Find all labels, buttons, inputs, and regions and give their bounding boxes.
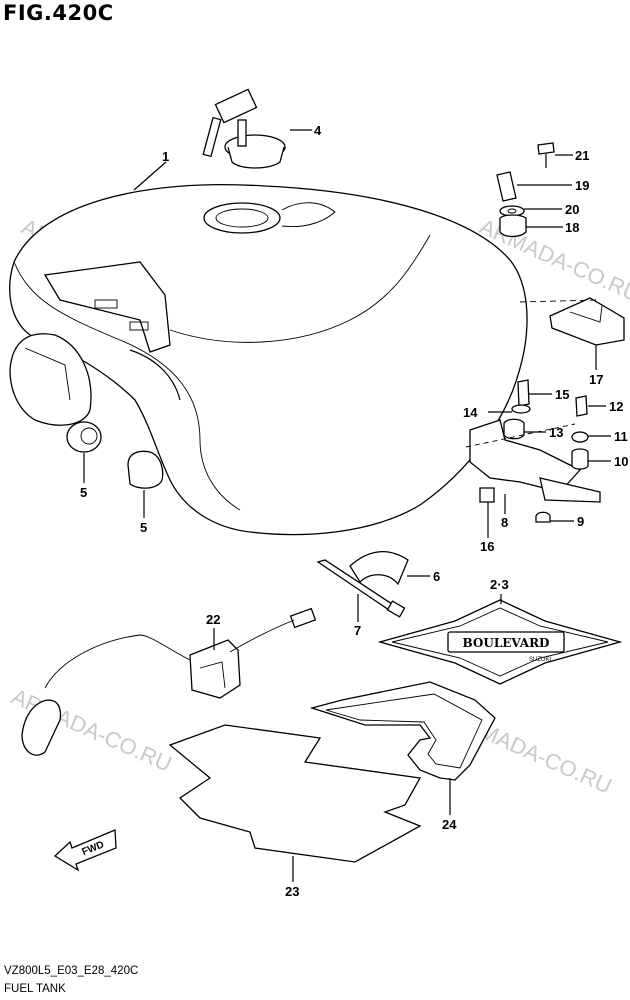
callout-22: 22 — [206, 612, 220, 627]
emblem-sub-text: SUZUKI — [529, 657, 551, 663]
fuel-level-gauge-part — [21, 607, 317, 756]
callout-1: 1 — [162, 149, 169, 164]
callout-20: 20 — [565, 202, 579, 217]
callout-2-3: 2·3 — [490, 577, 509, 592]
callout-6: 6 — [433, 569, 440, 584]
callout-12: 12 — [609, 399, 623, 414]
callout-9: 9 — [577, 514, 584, 529]
callout-5a: 5 — [80, 485, 87, 500]
callout-19: 19 — [575, 178, 589, 193]
callout-17: 17 — [589, 372, 603, 387]
callout-5b: 5 — [140, 520, 147, 535]
callout-labels: 1 4 21 19 20 18 17 15 12 14 13 11 10 5 5… — [80, 123, 628, 899]
fuel-cap-part — [202, 88, 286, 169]
figure-title: FIG.420C — [3, 1, 114, 25]
callout-8: 8 — [501, 515, 508, 530]
callout-16: 16 — [480, 539, 494, 554]
callout-13: 13 — [549, 425, 563, 440]
cushion-part — [168, 724, 422, 863]
callout-23: 23 — [285, 884, 299, 899]
rear-mount-parts — [496, 142, 625, 346]
callout-10: 10 — [614, 454, 628, 469]
callout-11: 11 — [614, 429, 628, 444]
cushion-strip-part — [309, 681, 496, 781]
callout-18: 18 — [565, 220, 579, 235]
figure-name: FUEL TANK — [4, 983, 66, 995]
bracket-parts — [465, 379, 601, 523]
leader-lines — [83, 129, 611, 882]
callout-14: 14 — [463, 405, 478, 420]
grommet-part — [66, 421, 164, 489]
emblem-main-text: BOULEVARD — [463, 636, 550, 650]
callout-4: 4 — [314, 123, 322, 138]
fuel-tank-part — [9, 183, 528, 536]
tank-emblem-part: BOULEVARD SUZUKI — [377, 599, 623, 685]
callout-15: 15 — [555, 387, 569, 402]
model-code: VZ800L5_E03_E28_420C — [4, 965, 139, 977]
callout-24: 24 — [442, 817, 457, 832]
callout-7: 7 — [354, 623, 361, 638]
callout-21: 21 — [575, 148, 589, 163]
fwd-arrow-icon: FWD — [53, 829, 117, 872]
heat-shield-part — [316, 550, 409, 618]
